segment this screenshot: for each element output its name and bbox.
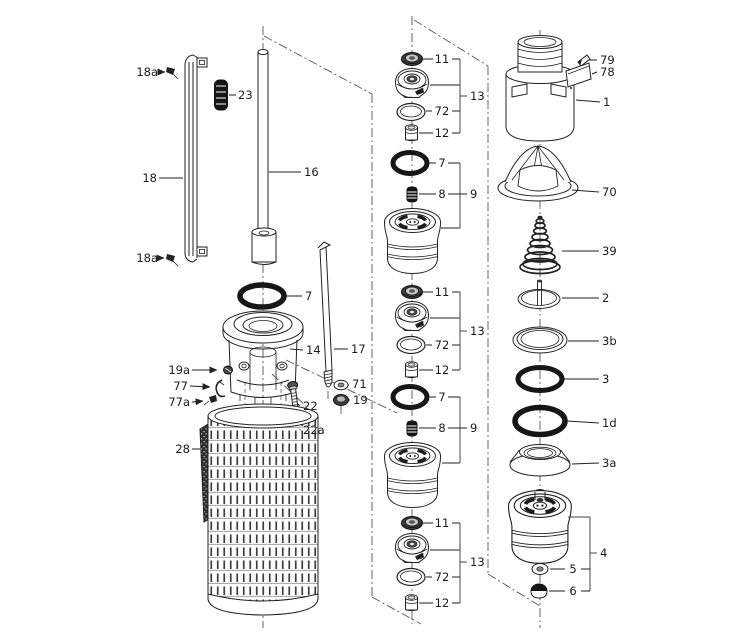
callout-19a: 19a [168,363,190,377]
callout-6: 6 [569,584,576,598]
part-71-washer [333,379,349,391]
callout-labels: 18a 23 18 18a 16 7 14 17 19a 77 77a 71 1… [136,52,616,610]
stage-group-1 [382,52,443,276]
callout-13-g2: 13 [470,324,485,338]
callout-3a: 3a [602,456,616,470]
callout-70: 70 [602,185,617,199]
stage-group-2 [382,285,443,510]
part-22-bolt [287,381,299,409]
callout-11-g1: 11 [435,52,450,66]
callout-72-g2: 72 [435,338,450,352]
part-14-suction-interconnector [222,310,304,404]
part-17-strap [317,241,333,388]
part-77a-screw [203,395,217,406]
callout-9-g2: 9 [470,421,477,435]
part-strainer-basket [207,403,319,616]
callout-77a: 77a [168,395,190,409]
callout-8-g1: 8 [438,187,445,201]
stage-group-3 [395,516,429,612]
part-4-top-chamber [506,488,574,566]
callout-17: 17 [351,342,366,356]
callout-8-g2: 8 [438,421,445,435]
callout-28: 28 [175,442,190,456]
callout-19: 19 [353,393,368,407]
callout-12-g2: 12 [435,363,450,377]
part-18a-screw-bottom [166,254,179,267]
part-77-clip [215,379,226,398]
callout-13-g3: 13 [470,555,485,569]
callout-12-g3: 12 [435,596,450,610]
part-16-shaft [251,49,277,265]
part-1-top-housing [505,35,575,142]
callout-18a-bottom: 18a [136,251,158,265]
callout-3: 3 [602,372,609,386]
callout-71: 71 [352,377,367,391]
callout-12-g1: 12 [435,126,450,140]
part-1d-oring [512,404,568,438]
part-70-valve-guide [497,145,579,202]
callout-1d: 1d [602,416,617,430]
part-7-oring-left [237,282,287,310]
part-23-rubber-buffer [214,79,228,111]
callout-22a: 22a [303,423,325,437]
callout-22: 22 [303,399,318,413]
part-6-plug [530,583,548,599]
callout-77: 77 [173,379,188,393]
part-18a-screw-top [166,67,179,80]
callout-39: 39 [602,244,617,258]
part-2-valve-disc [517,279,561,309]
part-3b-ring [512,326,568,354]
callout-18a-top: 18a [136,65,158,79]
callout-4: 4 [600,546,607,560]
callout-14: 14 [306,343,321,357]
part-3-oring [515,365,565,393]
leader-lines [156,58,601,604]
callout-72-g1: 72 [435,104,450,118]
callout-13-g1: 13 [470,89,485,103]
part-18-cable-guard [184,54,208,263]
callout-11-g3: 11 [435,516,450,530]
part-3a-valve-seat [509,444,571,477]
callout-7-g2: 7 [438,390,445,404]
part-79-rivet [577,54,591,67]
callout-79: 79 [600,53,615,67]
part-19-nut [333,394,349,406]
callout-5: 5 [569,562,576,576]
part-39-conical-spring [519,215,561,275]
callout-23: 23 [238,88,253,102]
callout-2: 2 [602,291,609,305]
callout-9-g1: 9 [470,187,477,201]
callout-78: 78 [600,65,615,79]
part-19a-screw [223,365,233,375]
callout-1: 1 [603,95,610,109]
callout-7-g1: 7 [438,156,445,170]
callout-7-left: 7 [305,289,312,303]
callout-11-g2: 11 [435,285,450,299]
part-5-washer [531,563,549,575]
callout-18: 18 [142,171,157,185]
callout-16: 16 [304,165,319,179]
callout-3b: 3b [602,334,617,348]
part-78-nameplate [565,62,592,88]
callout-72-g3: 72 [435,570,450,584]
